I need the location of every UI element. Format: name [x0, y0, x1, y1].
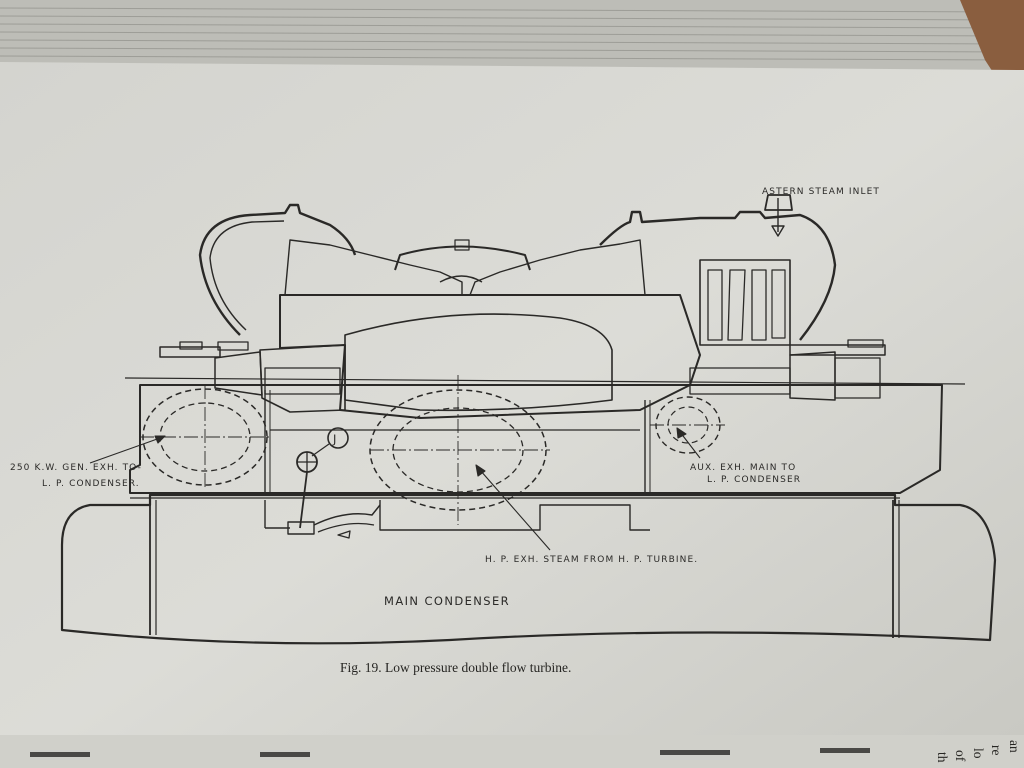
main-condenser-label: MAIN CONDENSER — [384, 594, 510, 608]
side-word-4: of — [953, 750, 968, 762]
facing-page-edge — [0, 735, 1024, 768]
right-bearing — [789, 344, 886, 356]
right-blade-rows — [469, 239, 646, 296]
astern-inlet-pipe — [764, 194, 793, 211]
hp-exhaust-label: H. P. EXH. STEAM FROM H. P. TURBINE. — [485, 555, 698, 565]
side-word-2: re — [989, 745, 1004, 756]
aux-exhaust-label-1: AUX. EXH. MAIN TO — [690, 463, 796, 473]
left-casing-hood — [198, 203, 357, 336]
left-blade-rows — [284, 239, 463, 296]
gen-exhaust-label-2: L. P. CONDENSER. — [42, 479, 140, 489]
turbine-diagram: ASTERN STEAM INLET 250 K.W. GEN. EXH. TO… — [10, 187, 997, 645]
rotor-right-shaft — [689, 367, 791, 395]
exhaust-casing — [129, 384, 943, 494]
astern-wheel — [699, 259, 791, 346]
drain-valve — [264, 451, 381, 539]
side-word-5: th — [935, 752, 950, 763]
aux-exhaust-label-2: L. P. CONDENSER — [707, 475, 801, 485]
rotor-drum — [279, 294, 701, 419]
valve-tag-circle — [327, 427, 349, 449]
facing-page-text — [30, 748, 870, 757]
right-casing-hood — [599, 210, 837, 341]
valve-tag-label: J — [332, 432, 338, 446]
astern-inlet-label: ASTERN STEAM INLET — [762, 187, 880, 197]
center-cover — [394, 245, 531, 271]
figure-caption: Fig. 19. Low pressure double flow turbin… — [340, 660, 571, 675]
leader-lines — [89, 427, 701, 551]
main-condenser-shell — [60, 493, 997, 645]
left-bearing — [159, 346, 221, 358]
condenser-neck — [379, 500, 650, 531]
rotor-drum-bore — [344, 313, 613, 412]
side-word-1: an — [1007, 740, 1022, 753]
side-word-3: lo — [971, 748, 986, 759]
gen-exhaust-label-1: 250 K.W. GEN. EXH. TO- — [10, 463, 142, 473]
page-side-text: an re lo of th — [935, 740, 1022, 763]
